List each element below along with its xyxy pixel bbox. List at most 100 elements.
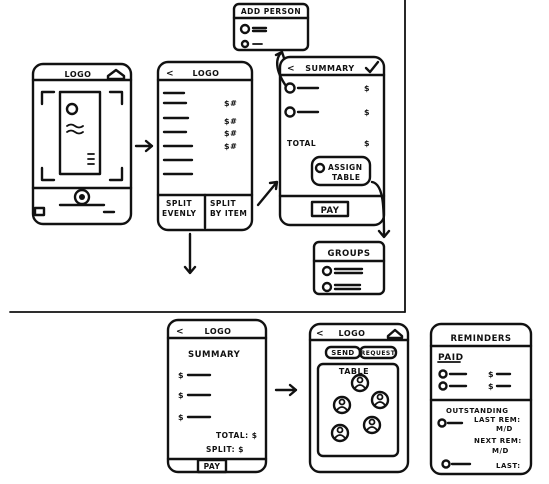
flow-arrow	[256, 180, 279, 207]
logo-text: LOGO	[339, 329, 366, 338]
split-evenly-line2: EVENLY	[162, 209, 196, 218]
paid-label: PAID	[438, 353, 464, 363]
person-icon	[239, 23, 251, 35]
send-label: SEND	[331, 349, 355, 357]
home-icon[interactable]	[386, 328, 404, 340]
total-value: $	[364, 139, 370, 148]
pay-button[interactable]: PAY	[196, 458, 228, 474]
check-icon[interactable]	[364, 60, 380, 74]
popup-frame	[232, 2, 310, 52]
flow-arrow	[274, 50, 288, 88]
add-person-title: ADD PERSON	[241, 7, 301, 16]
screen-camera: LOGO	[31, 62, 133, 226]
next-rem-label: NEXT REM:	[474, 437, 522, 445]
person-icon	[438, 381, 448, 391]
split-evenly-button[interactable]: SPLIT EVENLY	[162, 199, 196, 218]
split-text: SPLIT: $	[206, 445, 244, 454]
pay-label: PAY	[204, 462, 221, 471]
home-icon[interactable]	[106, 68, 126, 81]
pay-button[interactable]: PAY	[310, 200, 350, 218]
paid-value: $	[488, 370, 494, 379]
frame-corner-icon	[108, 90, 124, 106]
seat-person-icon[interactable]	[330, 423, 350, 443]
send-toggle[interactable]: SEND	[324, 345, 362, 360]
seat-person-icon[interactable]	[350, 373, 370, 393]
row-dollar: $	[178, 371, 184, 380]
row-dollar: $	[178, 413, 184, 422]
assign-table-frame	[310, 155, 372, 187]
last-rem-value: M/D	[496, 425, 513, 433]
reminders-title: REMINDERS	[450, 334, 511, 344]
summary-title: SUMMARY	[305, 64, 354, 73]
phone-frame	[156, 60, 254, 232]
item-price: $#	[224, 117, 237, 126]
assign-table-button[interactable]: ASSIGN TABLE	[310, 155, 372, 187]
screen-reminders: REMINDERS PAID $ $ OUTSTANDING LAST REM:…	[429, 322, 533, 476]
back-icon[interactable]: <	[176, 327, 184, 337]
add-person-popup: ADD PERSON	[232, 2, 310, 52]
last-label: LAST:	[496, 462, 521, 470]
row-price: $	[364, 108, 370, 117]
person-icon[interactable]	[437, 418, 447, 428]
phone-frame	[308, 322, 410, 474]
person-icon[interactable]	[284, 82, 296, 94]
flow-arrow	[183, 232, 197, 275]
screen-summary: < SUMMARY $ $ TOTAL $ ASSIGN TABLE PAY	[278, 55, 386, 227]
popup-frame	[312, 240, 386, 296]
assign-line2: TABLE	[332, 173, 360, 182]
seat-person-icon[interactable]	[370, 390, 390, 410]
total-text: TOTAL: $	[216, 431, 257, 440]
split-evenly-line1: SPLIT	[166, 199, 192, 208]
person-icon[interactable]	[284, 106, 296, 118]
row-price: $	[364, 84, 370, 93]
item-price: $#	[224, 142, 237, 151]
screen-table: < LOGO SEND REQUEST TABLE	[308, 322, 410, 474]
person-icon	[438, 369, 448, 379]
row-dollar: $	[178, 391, 184, 400]
flow-arrow	[370, 180, 391, 239]
group-icon[interactable]	[321, 265, 333, 277]
group-icon[interactable]	[321, 281, 333, 293]
receipt-preview	[58, 90, 102, 176]
screen-items: < LOGO $# $# $# $# SPLIT EVENLY SPLIT BY…	[156, 60, 254, 232]
logo-text: LOGO	[193, 69, 220, 78]
request-label: REQUEST	[361, 350, 396, 357]
logo-text: LOGO	[205, 327, 232, 336]
back-icon[interactable]: <	[287, 64, 295, 74]
pay-label: PAY	[321, 206, 340, 216]
split-by-item-line2: BY ITEM	[210, 209, 247, 218]
groups-popup: GROUPS	[312, 240, 386, 296]
split-by-item-button[interactable]: SPLIT BY ITEM	[210, 199, 247, 218]
screen-even-summary: < LOGO SUMMARY $ $ $ TOTAL: $ SPLIT: $ P…	[166, 318, 268, 474]
gallery-icon[interactable]	[33, 206, 46, 217]
back-icon[interactable]: <	[166, 69, 174, 79]
pay-frame	[310, 200, 350, 218]
receipt-logo-icon	[65, 102, 79, 116]
person-icon	[240, 39, 250, 49]
frame-corner-icon	[40, 166, 56, 182]
back-icon[interactable]: <	[316, 329, 324, 339]
request-toggle[interactable]: REQUEST	[358, 345, 398, 360]
item-lines	[162, 91, 194, 176]
seat-person-icon[interactable]	[362, 415, 382, 435]
pay-frame	[196, 458, 228, 474]
person-icon	[314, 162, 326, 174]
table-area	[316, 362, 400, 458]
groups-title: GROUPS	[327, 249, 370, 259]
flow-arrow	[134, 139, 154, 153]
paid-value: $	[488, 382, 494, 391]
seat-person-icon[interactable]	[332, 395, 352, 415]
summary-heading: SUMMARY	[188, 350, 241, 360]
person-icon[interactable]	[441, 459, 451, 469]
next-rem-value: M/D	[492, 447, 509, 455]
phone-frame	[278, 55, 386, 227]
item-price: $#	[224, 99, 237, 108]
split-by-item-line1: SPLIT	[210, 199, 236, 208]
table-label: TABLE	[339, 367, 369, 376]
person-name-line	[251, 26, 268, 33]
phone-frame	[31, 62, 133, 226]
outstanding-label: OUTSTANDING	[446, 407, 508, 415]
logo-text: LOGO	[65, 70, 92, 79]
request-frame	[358, 345, 398, 360]
